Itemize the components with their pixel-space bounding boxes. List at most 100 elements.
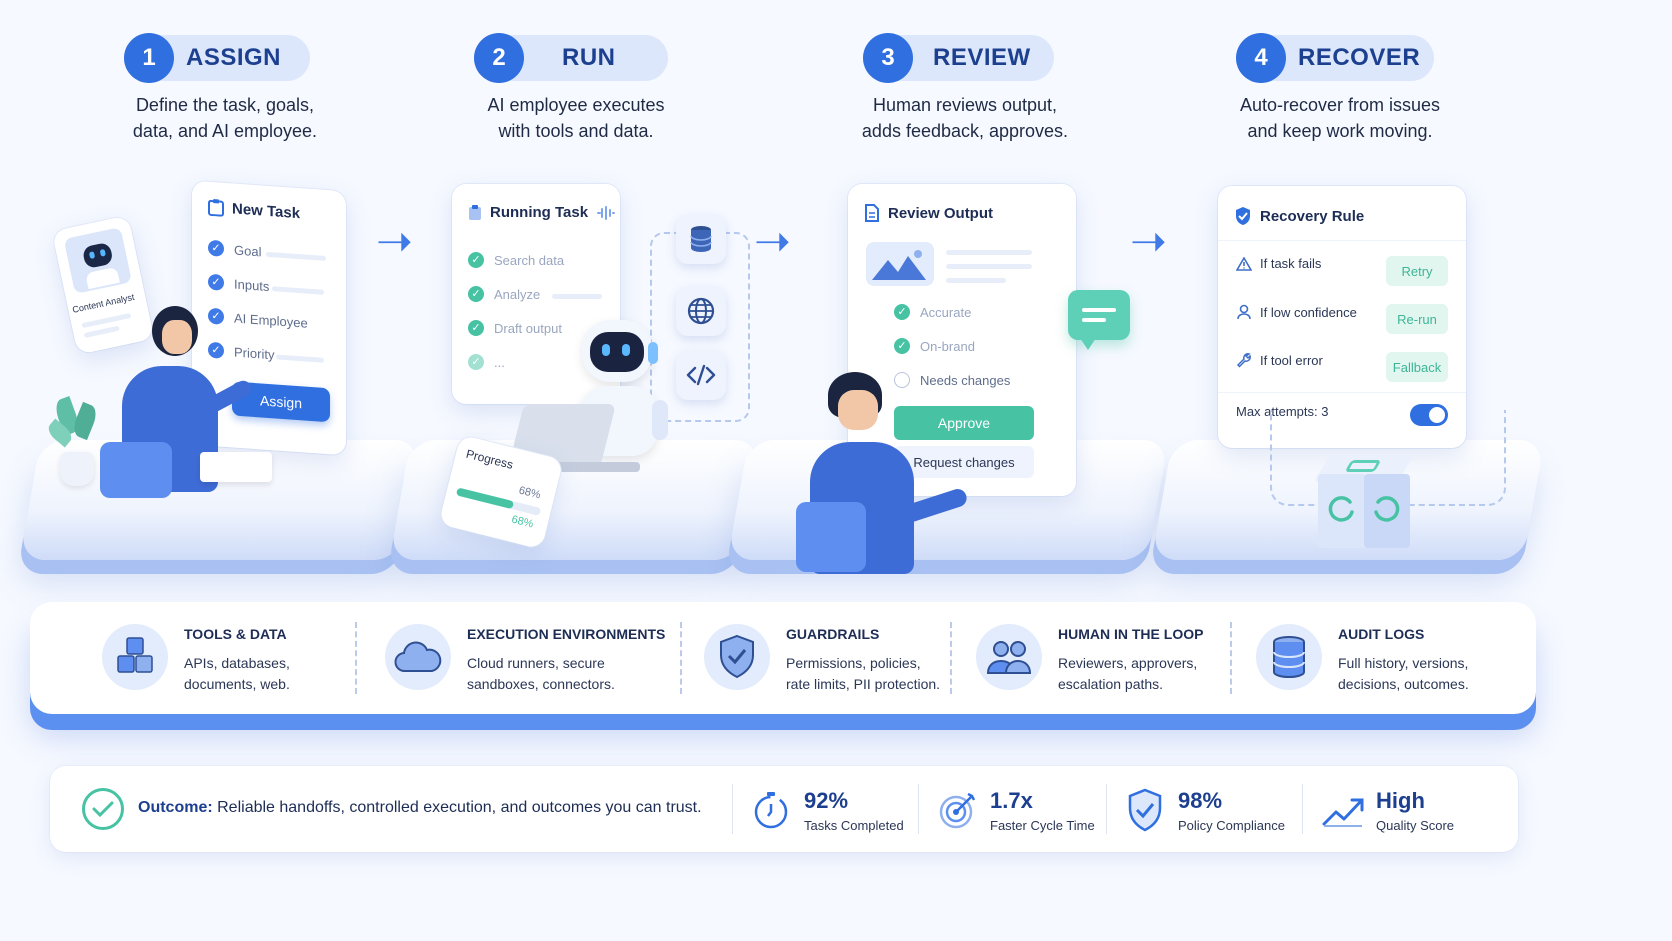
progress-value-b: 68% (510, 513, 535, 531)
divider (680, 622, 682, 694)
target-icon (939, 792, 976, 829)
analyze-label: Analyze (494, 286, 541, 302)
divider (1106, 784, 1107, 834)
feature-title: TOOLS & DATA (184, 626, 287, 642)
step-1-number: 1 (124, 33, 174, 83)
feature-description: Full history, versions,decisions, outcom… (1338, 655, 1469, 692)
robot-avatar (63, 227, 132, 294)
plant-illustration (44, 396, 102, 490)
divider (918, 784, 919, 834)
step-3-number: 3 (863, 33, 913, 83)
unchecked-icon[interactable] (894, 372, 910, 388)
recovery-rule-title: Recovery Rule (1260, 207, 1365, 225)
feature-guardrails: GUARDRAILS Permissions, policies,rate li… (704, 620, 944, 700)
check-icon: ✓ (468, 354, 484, 370)
step-1-title: ASSIGN (186, 44, 282, 71)
step-4-header: 4 RECOVER (1236, 33, 1434, 83)
divider (732, 784, 733, 834)
goal-label: Goal (234, 242, 262, 259)
code-tool-icon (676, 350, 726, 400)
progress-label: Progress (464, 446, 515, 472)
rule-1-label: If task fails (1260, 256, 1322, 271)
progress-value-a: 68% (517, 484, 542, 502)
trend-up-icon (1322, 798, 1364, 827)
step-1-description: Define the task, goals,data, and AI empl… (132, 95, 318, 141)
divider (1302, 784, 1303, 834)
arrow-right-icon: ➝ (754, 217, 791, 266)
metric-value: 1.7x (990, 788, 1033, 813)
metric-label: Quality Score (1376, 818, 1455, 833)
recovery-cube (1313, 454, 1415, 550)
outcome-label: Outcome: (138, 799, 213, 816)
step-4-title: RECOVER (1298, 44, 1421, 71)
database-tool-icon (676, 214, 726, 264)
new-task-card: New Task ✓Goal ✓Inputs ✓AI Employee ✓Pri… (192, 180, 346, 456)
warning-icon (1236, 256, 1252, 271)
feature-human-in-the-loop: HUMAN IN THE LOOP Reviewers, approvers,e… (976, 620, 1216, 700)
new-task-title: New Task (232, 199, 301, 222)
step-4-number: 4 (1236, 33, 1286, 83)
image-thumbnail-icon (866, 242, 934, 286)
step-2-number: 2 (474, 33, 524, 83)
rerun-action[interactable]: Re-run (1386, 304, 1448, 334)
metric-label: Policy Compliance (1178, 818, 1285, 833)
draft-output-label: Draft output (494, 320, 562, 336)
progress-fill (455, 487, 515, 510)
outcome-text: Outcome: Reliable handoffs, controlled e… (138, 799, 702, 817)
database-icon (1256, 624, 1322, 690)
check-icon: ✓ (468, 320, 484, 336)
on-brand-label: On-brand (920, 338, 975, 354)
feature-description: APIs, databases,documents, web. (184, 655, 290, 692)
metric-label: Tasks Completed (804, 818, 904, 833)
outcome-statement: Reliable handoffs, controlled execution,… (217, 799, 702, 816)
step-2-title: RUN (562, 44, 616, 71)
check-icon: ✓ (208, 239, 224, 257)
check-circle-icon (82, 788, 124, 830)
refresh-icon (1374, 496, 1400, 522)
divider (1230, 622, 1232, 694)
document-icon (865, 204, 879, 222)
feature-title: EXECUTION ENVIRONMENTS (467, 626, 666, 642)
laptop-base (540, 462, 640, 472)
recovery-rule-card: Recovery Rule If task fails Retry If low… (1218, 186, 1466, 448)
approve-button[interactable]: Approve (894, 406, 1034, 440)
feature-description: Permissions, policies,rate limits, PII p… (786, 655, 941, 692)
metric-value: 98% (1178, 788, 1223, 813)
outcome-band (50, 766, 1518, 852)
arrow-right-icon: ➝ (1130, 217, 1167, 266)
check-icon: ✓ (468, 286, 484, 302)
chat-bubble-icon (1068, 290, 1130, 350)
people-icon (976, 624, 1042, 690)
desk (200, 452, 272, 482)
check-icon: ✓ (208, 273, 224, 291)
feature-title: GUARDRAILS (786, 626, 880, 642)
max-attempts-toggle[interactable] (1410, 404, 1448, 426)
cubes-icon (102, 624, 168, 690)
audio-wave-icon (597, 205, 616, 220)
rule-2-label: If low confidence (1260, 304, 1357, 320)
arrow-right-icon: ➝ (376, 217, 413, 266)
check-icon: ✓ (468, 252, 484, 268)
metric-value: 92% (804, 788, 849, 813)
fallback-action[interactable]: Fallback (1386, 352, 1448, 382)
request-changes-button[interactable]: Request changes (894, 446, 1034, 478)
inputs-label: Inputs (234, 276, 270, 294)
clipboard-icon (469, 204, 481, 220)
search-data-label: Search data (494, 252, 565, 268)
clipboard-icon (208, 199, 224, 217)
globe-tool-icon (676, 286, 726, 336)
shield-icon (1236, 207, 1250, 225)
retry-action[interactable]: Retry (1386, 256, 1448, 286)
review-output-title: Review Output (888, 204, 994, 222)
reviewer-illustration (796, 372, 976, 582)
wrench-icon (1236, 353, 1251, 368)
more-label: ... (494, 354, 505, 370)
metric-label: Faster Cycle Time (990, 818, 1095, 833)
robot-illustration (560, 320, 680, 480)
feature-title: HUMAN IN THE LOOP (1058, 626, 1204, 642)
check-icon: ✓ (894, 304, 910, 320)
rule-3-label: If tool error (1260, 352, 1323, 368)
